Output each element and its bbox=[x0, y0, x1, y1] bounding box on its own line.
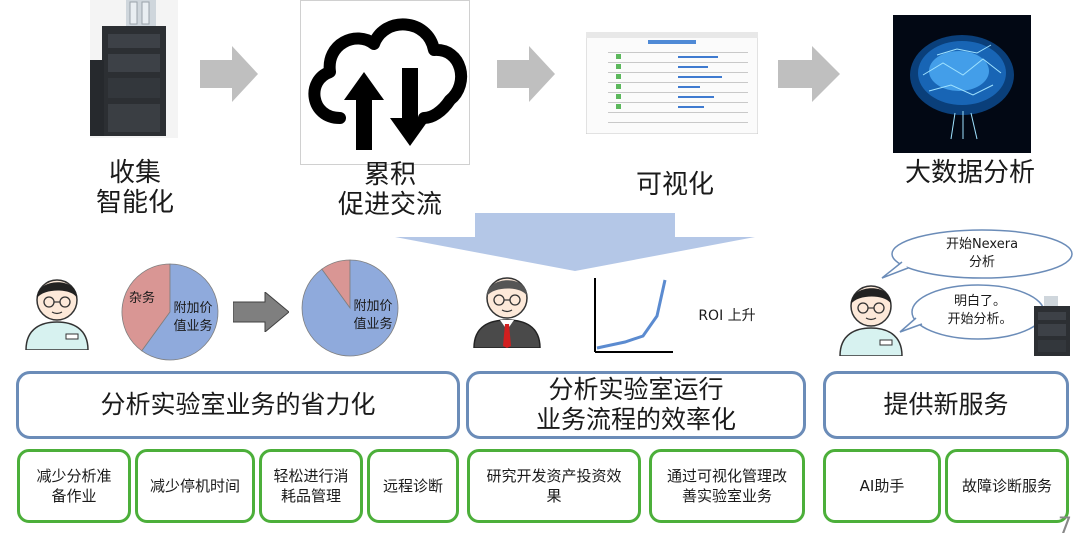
stage-label-accumulate: 累积 促进交流 bbox=[320, 160, 460, 220]
item-label: 减少停机时间 bbox=[149, 477, 240, 495]
right-arrow-icon bbox=[200, 46, 258, 102]
down-arrow-icon bbox=[395, 213, 755, 275]
stage-label-line1: 可视化 bbox=[635, 170, 714, 200]
right-arrow-icon bbox=[233, 292, 289, 332]
lc-instrument-image bbox=[90, 0, 178, 138]
item-reduce-prep: 减少分析准 备作业 bbox=[17, 449, 131, 523]
item-label: 通过可视化管理改 善实验室业务 bbox=[666, 467, 787, 505]
right-arrow-icon bbox=[497, 46, 555, 102]
stage-label-bigdata: 大数据分析 bbox=[880, 158, 1060, 188]
category-new-services: 提供新服务 bbox=[823, 371, 1069, 439]
item-label: 故障诊断服务 bbox=[961, 477, 1052, 495]
speech-bubble bbox=[878, 228, 1076, 288]
item-fault-diagnosis: 故障诊断服务 bbox=[945, 449, 1069, 523]
item-label: 研究开发资产投资效 果 bbox=[486, 467, 622, 505]
pie-slice-chores bbox=[121, 263, 171, 352]
roi-label: ROI 上升 bbox=[698, 308, 756, 324]
item-reduce-downtime: 减少停机时间 bbox=[135, 449, 255, 523]
pie-after-label-value-added: 附加价 值业务 bbox=[348, 298, 398, 334]
manager-avatar bbox=[468, 268, 546, 352]
pie-before-label-value-added: 附加价 值业务 bbox=[168, 300, 218, 336]
stage-label-line1: 收集 bbox=[108, 158, 161, 188]
item-label: 远程诊断 bbox=[382, 477, 443, 495]
item-consumables: 轻松进行消 耗品管理 bbox=[259, 449, 363, 523]
stage-label-line2: 智能化 bbox=[95, 188, 174, 218]
pie-slice-value-added bbox=[141, 263, 219, 361]
bubble-text-understood: 明白了。 开始分析。 bbox=[947, 294, 1013, 327]
category-title: 分析实验室运行 业务流程的效率化 bbox=[535, 375, 736, 434]
item-label: AI助手 bbox=[859, 477, 905, 495]
category-title: 提供新服务 bbox=[883, 390, 1009, 419]
stage-label-line2: 促进交流 bbox=[337, 190, 442, 220]
category-operation-efficiency: 分析实验室运行 业务流程的效率化 bbox=[466, 371, 806, 439]
pie-chart-after bbox=[300, 258, 400, 362]
pie-chart-before bbox=[120, 262, 220, 366]
category-labor-saving: 分析实验室业务的省力化 bbox=[16, 371, 460, 439]
item-visual-management: 通过可视化管理改 善实验室业务 bbox=[649, 449, 805, 523]
item-label: 减少分析准 备作业 bbox=[36, 467, 112, 505]
pie-before-value-label: 附加价 值业务 bbox=[173, 301, 213, 334]
category-title: 分析实验室业务的省力化 bbox=[100, 390, 376, 419]
stage-label-collect: 收集 智能化 bbox=[60, 158, 210, 218]
pie-before-label-chores: 杂务 bbox=[128, 291, 155, 306]
pie-slice-value-added bbox=[301, 259, 399, 357]
instrument-icon bbox=[1028, 296, 1074, 360]
staff-avatar bbox=[832, 276, 910, 360]
bubble-text-start: 开始Nexera 分析 bbox=[945, 237, 1019, 270]
right-arrow-icon bbox=[778, 46, 840, 102]
dashboard-screenshot bbox=[585, 31, 759, 135]
cloud-sync-icon bbox=[300, 0, 470, 165]
stage-label-line1: 大数据分析 bbox=[904, 158, 1035, 188]
item-ai-assistant: AI助手 bbox=[823, 449, 941, 523]
stage-label-visualize: 可视化 bbox=[610, 170, 740, 200]
item-label: 轻松进行消 耗品管理 bbox=[273, 467, 349, 505]
stage-label-line1: 累积 bbox=[363, 160, 416, 190]
ai-brain-image bbox=[893, 15, 1031, 153]
pie-after-value-label: 附加价 值业务 bbox=[353, 299, 393, 332]
roi-chart bbox=[585, 276, 675, 360]
staff-avatar bbox=[18, 270, 96, 354]
item-rd-investment: 研究开发资产投资效 果 bbox=[467, 449, 641, 523]
item-remote-diagnosis: 远程诊断 bbox=[367, 449, 459, 523]
page-number: 7 bbox=[1058, 514, 1072, 539]
